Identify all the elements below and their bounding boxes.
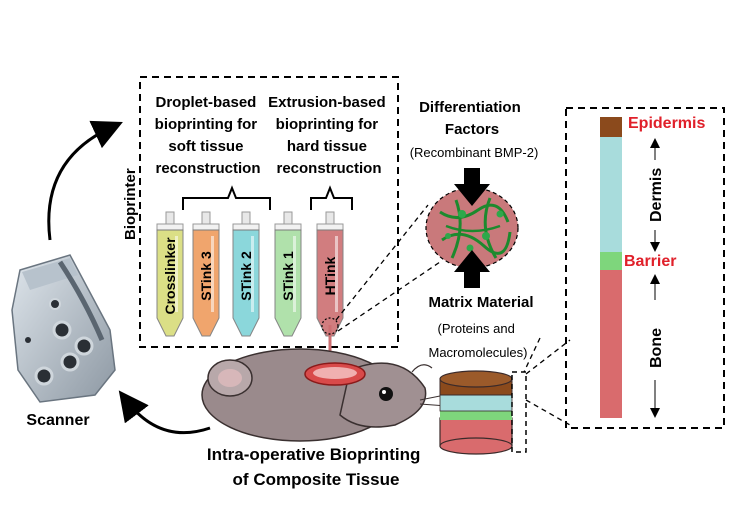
arrow-up-icon <box>454 250 490 288</box>
syringe-1: Crosslinker <box>156 211 184 337</box>
barrier-layer <box>600 252 622 270</box>
dermis-layer <box>600 137 622 252</box>
droplet-brace <box>182 185 271 210</box>
zoom-line-top <box>335 204 429 321</box>
caption: Intra-operative Bioprinting of Composite… <box>207 445 425 489</box>
scanner-label: Scanner <box>26 412 89 429</box>
extrusion-brace <box>310 185 353 210</box>
matrix-title: Matrix Material <box>428 294 533 311</box>
barrier-label: Barrier <box>624 253 676 270</box>
syringe-label: STink 3 <box>198 251 214 301</box>
matrix-sphere <box>425 187 519 269</box>
scanner-device <box>11 254 116 403</box>
bone-layer <box>600 270 622 418</box>
differentiation-subtitle: (Recombinant BMP-2) <box>410 145 539 160</box>
syringe-3: STink 2 <box>232 211 260 337</box>
epidermis-label: Epidermis <box>628 115 705 132</box>
cylinder-zoom-line-top <box>525 339 571 375</box>
syringe-5: HTink <box>316 211 344 337</box>
epidermis-layer <box>600 117 622 137</box>
extrusion-title: Extrusion-based bioprinting for hard tis… <box>268 94 390 177</box>
differentiation-title: Differentiation Factors <box>419 99 525 138</box>
tissue-cylinder <box>439 370 513 455</box>
syringe-4: STink 1 <box>274 211 302 337</box>
bioprinter-label: Bioprinter <box>122 168 139 240</box>
arrow-down-icon <box>454 168 490 206</box>
droplet-title: Droplet-based bioprinting for soft tissu… <box>155 94 262 177</box>
syringe-group: Crosslinker STink 3 STink 2 STink 1 HTink <box>156 211 344 337</box>
syringe-2: STink 3 <box>192 211 220 337</box>
nozzle-zoom-circle <box>321 317 339 335</box>
bone-label: Bone <box>648 328 665 368</box>
syringe-label: HTink <box>322 256 338 295</box>
dermis-label: Dermis <box>648 168 665 222</box>
syringe-label: STink 1 <box>280 251 296 301</box>
cylinder-zoom-box <box>511 371 527 453</box>
scanner-to-printer-arrow <box>47 120 123 241</box>
matrix-subtitle: (Proteins and Macromolecules) <box>429 321 528 360</box>
zoom-line-bottom <box>337 261 441 332</box>
mouse-to-scanner-arrow <box>118 390 211 435</box>
cylinder-zoom-line-bottom <box>525 399 571 426</box>
syringe-label: Crosslinker <box>162 237 178 315</box>
layer-panel-box <box>565 107 725 429</box>
syringe-label: STink 2 <box>238 251 254 301</box>
matrix-pointer-line <box>523 337 541 373</box>
mouse-illustration <box>201 348 448 442</box>
